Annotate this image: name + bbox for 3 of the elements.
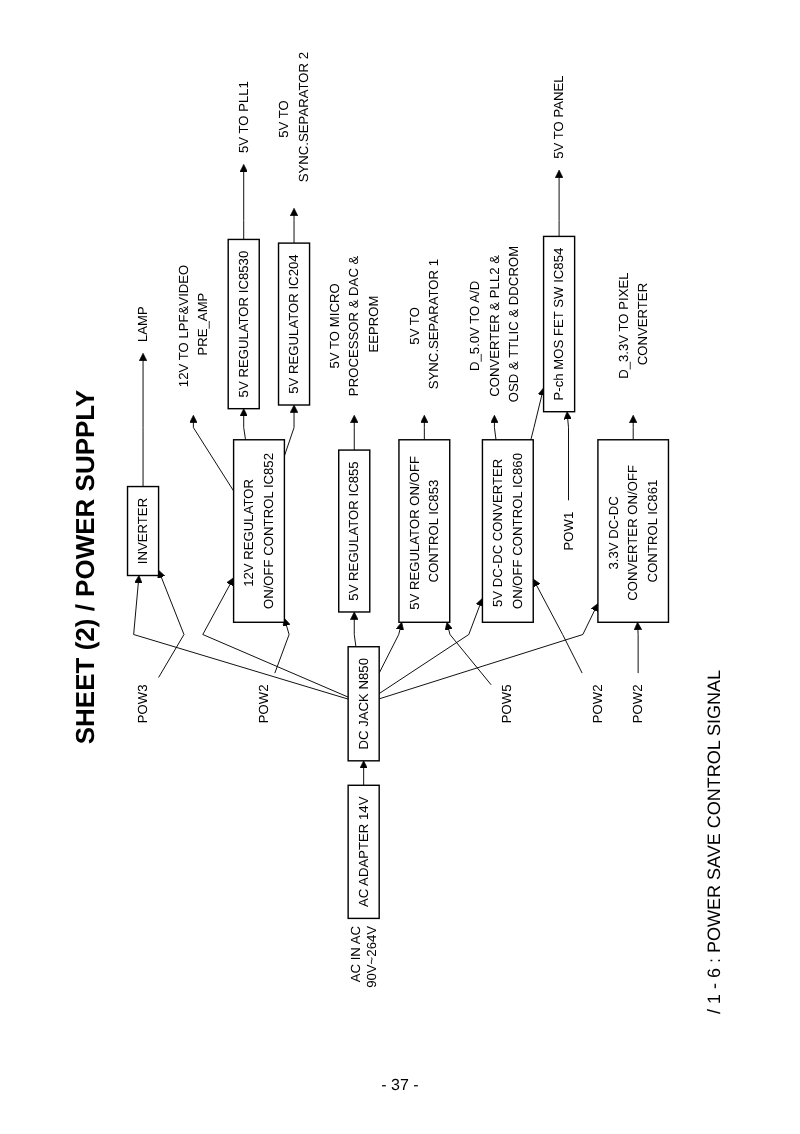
diagram-title: SHEET (2) / POWER SUPPLY <box>70 389 100 745</box>
page-number: - 37 - <box>381 1076 419 1094</box>
footnote-text: / 1 - 6 : POWER SAVE CONTROL SIGNAL <box>704 669 724 1014</box>
